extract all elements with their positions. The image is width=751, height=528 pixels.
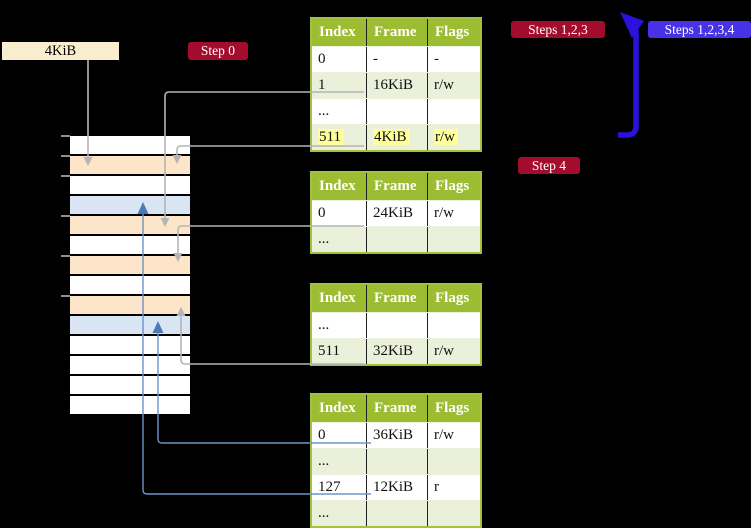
steps-1234-loop-arrow [618,12,644,138]
cell-flags: - [427,47,480,72]
table-row: ... [312,312,480,338]
page-table-level1: Index Frame Flags 0 36KiB r/w ... 127 12… [310,393,482,528]
column-header-frame: Frame [366,395,427,422]
memory-tick [61,295,70,297]
cell-frame [366,99,427,124]
cell-flags [427,99,480,124]
memory-row-12-free [70,376,190,394]
memory-tick [61,135,70,137]
cell-frame: 36KiB [366,423,427,448]
memory-tick [61,255,70,257]
column-header-frame: Frame [366,19,427,46]
memory-row-10-free [70,336,190,354]
cell-flags: r/w [427,423,480,448]
memory-row-13-free [70,396,190,414]
page-table-level2: Index Frame Flags ... 511 32KiB r/w [310,283,482,366]
page-table-level4: Index Frame Flags 0 - - 1 16KiB r/w ... … [310,17,482,152]
cell-frame [366,501,427,526]
cell-index: ... [318,505,330,521]
memory-row-3-mapped [70,196,190,214]
memory-tick [61,155,70,157]
memory-tick [61,215,70,217]
cell-frame [366,227,427,252]
cell-index: ... [318,453,330,469]
cell-flags: r [427,475,480,500]
cell-index: 511 [312,125,366,150]
cell-frame: 4KiB [366,125,427,150]
table-row: ... [312,98,480,124]
column-header-index: Index [319,400,356,416]
cell-frame: 32KiB [366,339,427,364]
cell-flags: r/w [427,339,480,364]
highlight-text: r/w [434,129,458,145]
column-header-flags: Flags [427,395,480,422]
cell-frame: 16KiB [366,73,427,98]
memory-row-11-free [70,356,190,374]
memory-row-1-pagetable [70,156,190,174]
table-row: 0 36KiB r/w [312,422,480,448]
cell-index: 511 [318,343,340,359]
table-header-row: Index Frame Flags [312,173,480,200]
column-header-index: Index [319,290,356,306]
memory-row-0-free [70,136,190,154]
column-header-flags: Flags [427,285,480,312]
table-header-row: Index Frame Flags [312,285,480,312]
cell-flags: r/w [427,201,480,226]
memory-row-9-mapped [70,316,190,334]
column-header-index: Index [319,24,356,40]
step4-badge: Step 4 [518,157,580,174]
cell-frame [366,313,427,338]
table-header-row: Index Frame Flags [312,19,480,46]
highlight-text: 4KiB [373,129,410,145]
memory-row-4-pagetable [70,216,190,234]
table-row: 1 16KiB r/w [312,72,480,98]
memory-row-5-free [70,236,190,254]
cell-flags [427,227,480,252]
cell-index: 0 [318,51,326,67]
cell-index: ... [318,317,330,333]
physical-memory-column [70,136,190,416]
table-row: 511 32KiB r/w [312,338,480,364]
column-header-index: Index [319,178,356,194]
table-row-highlighted: 511 4KiB r/w [312,124,480,150]
cell-index: 0 [318,427,326,443]
table-row: 0 - - [312,46,480,72]
memory-row-8-pagetable [70,296,190,314]
cell-frame [366,449,427,474]
step0-badge: Step 0 [188,42,248,60]
column-header-flags: Flags [427,19,480,46]
cell-frame: - [366,47,427,72]
cell-flags: r/w [427,125,480,150]
memory-tick [61,175,70,177]
cell-index: 127 [318,479,341,495]
table-row: ... [312,226,480,252]
table-header-row: Index Frame Flags [312,395,480,422]
cell-index: 1 [318,77,326,93]
column-header-flags: Flags [427,173,480,200]
cell-frame: 24KiB [366,201,427,226]
arrowhead-icon [620,12,644,38]
cell-flags [427,313,480,338]
memory-row-2-free [70,176,190,194]
frame-address-label: 4KiB [2,42,119,60]
cell-frame: 12KiB [366,475,427,500]
steps-1234-badge: Steps 1,2,3,4 [648,21,751,38]
cell-index: ... [318,103,330,119]
memory-row-6-pagetable [70,256,190,274]
table-row: ... [312,448,480,474]
cell-index: 0 [318,205,326,221]
highlight-text: 511 [318,129,344,145]
column-header-frame: Frame [366,173,427,200]
page-table-level3: Index Frame Flags 0 24KiB r/w ... [310,171,482,254]
cell-flags: r/w [427,73,480,98]
column-header-frame: Frame [366,285,427,312]
cell-index: ... [318,231,330,247]
table-row: ... [312,500,480,526]
cell-flags [427,501,480,526]
table-row: 0 24KiB r/w [312,200,480,226]
memory-row-7-free [70,276,190,294]
cell-flags [427,449,480,474]
table-row: 127 12KiB r [312,474,480,500]
steps-123-badge: Steps 1,2,3 [511,21,605,38]
